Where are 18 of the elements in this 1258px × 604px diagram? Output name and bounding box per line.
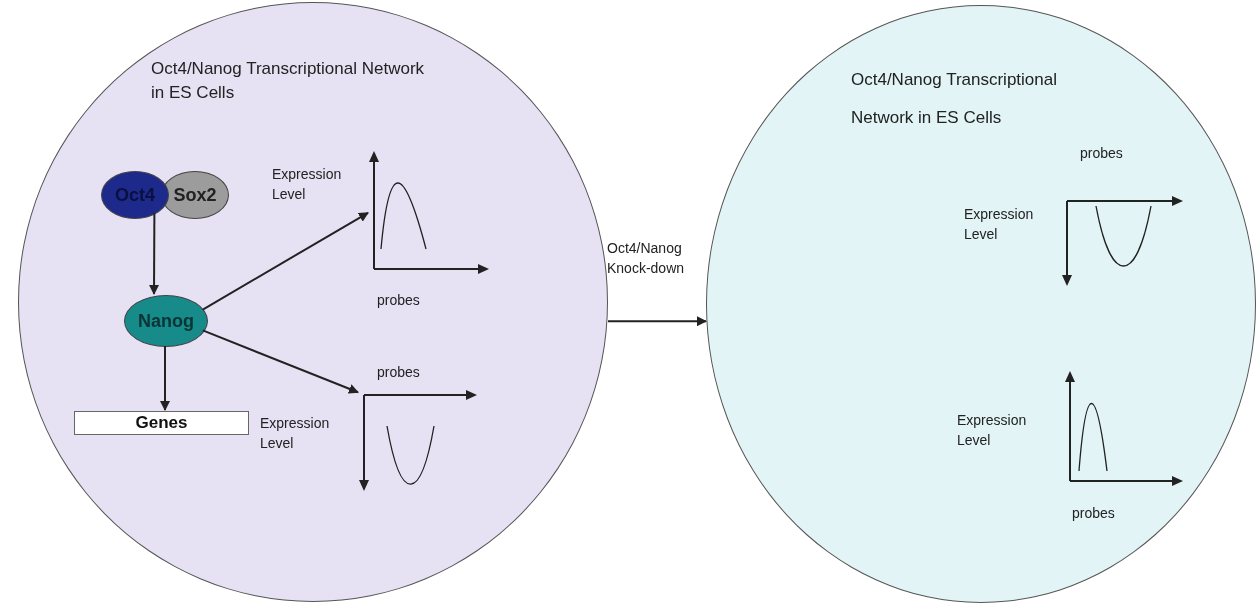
axis-label: probes [377,363,421,382]
axis-label: Expression Level [260,414,331,453]
axis-label: probes [1072,504,1116,523]
axis-label: probes [377,291,421,310]
arrow [201,211,369,311]
cell-title: Oct4/Nanog Transcriptional Network in ES Cells [851,69,1058,129]
arrow [607,316,707,327]
axis-label: probes [1080,144,1124,163]
axis-label: Expression Level [957,411,1028,450]
axis-label: Expression Level [272,165,343,204]
protein-ellipse: Oct4 [101,171,169,219]
cell-title: Oct4/Nanog Transcriptional Network in ES Cells [151,58,426,104]
axis-label: Expression Level [964,205,1035,244]
genes-box: Genes [74,411,249,435]
arrow [149,212,160,295]
protein-ellipse: Nanog [124,295,208,347]
arrow [160,345,170,411]
arrow [201,329,359,394]
